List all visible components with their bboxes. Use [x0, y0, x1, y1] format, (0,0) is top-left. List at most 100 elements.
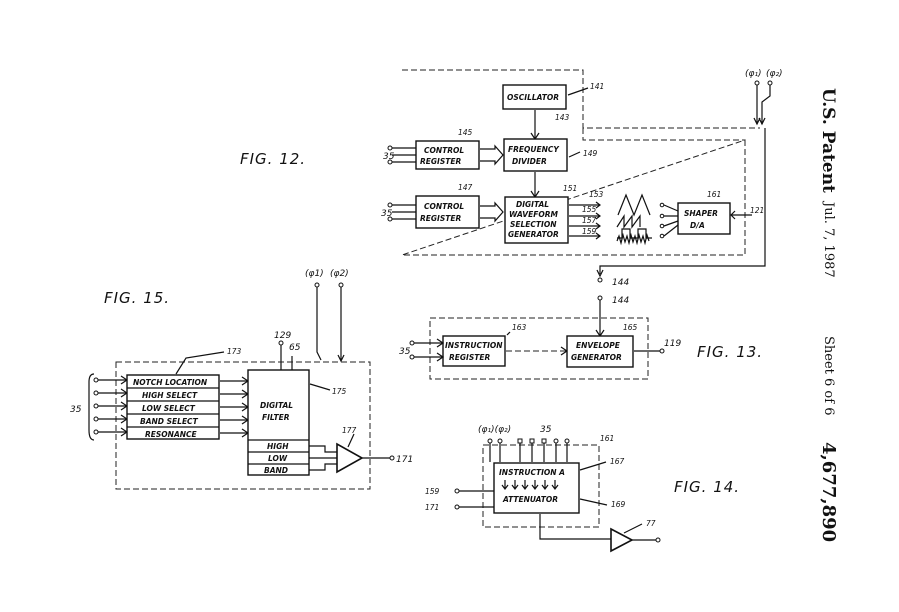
fig14-amplifier-terminal — [655, 537, 661, 543]
fig15-filter-out-low: LOW — [268, 454, 288, 463]
fig15-ref-175: 175 — [332, 387, 347, 396]
fig15-phi1: (φ1) — [305, 269, 324, 279]
bus-b-lines — [392, 204, 416, 220]
fig14-bus-terminal-1 — [517, 438, 523, 444]
clock-arrow — [596, 269, 604, 278]
instruction-register-line2: REGISTER — [449, 353, 490, 362]
fig15-register-dividers — [127, 387, 219, 428]
fig15-ref-65: 65 — [289, 343, 301, 353]
fig15-amplifier — [336, 442, 364, 474]
osc-out-ref: 143 — [555, 113, 570, 122]
fig15-bus-terminal-4 — [93, 416, 99, 422]
bus-b-terminal-2 — [387, 216, 393, 222]
shaper-line1: SHAPER — [684, 209, 718, 218]
fig14-phi2-terminal — [497, 438, 503, 444]
fig15-row-resonance: RESONANCE — [145, 430, 198, 439]
fig15-output-terminal — [389, 455, 395, 461]
patent-country: U.S. Patent — [818, 88, 838, 193]
fig15-ref-171: 171 — [396, 455, 413, 465]
bus-a-ref: 35 — [383, 152, 395, 162]
selector-terminal-3 — [659, 223, 665, 229]
patent-date: Jul. 7, 1987 — [821, 200, 836, 278]
fig15-diagram: FIG. 15. (φ1) (φ2) 129 65 35 NOTCH LOCAT… — [70, 269, 413, 490]
envelope-generator-line2: GENERATOR — [571, 353, 622, 362]
fig14-instruction-leader — [579, 461, 607, 471]
instruction-attenuator-block — [493, 462, 580, 514]
phi1-terminal — [754, 80, 760, 86]
fig14-phase-inputs: (φ₁)(φ₂) — [478, 425, 511, 435]
fig15-phase-arrow — [337, 354, 345, 363]
fig14-internal-arrows — [504, 480, 556, 488]
terminal-144a — [597, 277, 603, 283]
terminal-144b — [597, 295, 603, 301]
frequency-divider — [503, 138, 568, 172]
fig15-row-high-select: HIGH SELECT — [142, 391, 198, 400]
fig12-chip-boundary — [401, 69, 760, 256]
out-155: 155 — [582, 205, 597, 214]
control-register-a-line1: CONTROL — [424, 146, 464, 155]
fig14-bus-terminal-2 — [529, 438, 535, 444]
out-153: 153 — [589, 190, 604, 199]
fig13-diagram: 144 144 INSTRUCTION REGISTER 163 35 ENVE… — [399, 277, 762, 380]
phi2-label: (φ₂) — [766, 69, 783, 79]
fig15-filter-line2: FILTER — [262, 413, 290, 422]
fig13-bus-terminal-2 — [409, 354, 415, 360]
fig15-bus-ref: 35 — [70, 405, 82, 415]
oscillator-leader — [567, 87, 589, 96]
frequency-divider-ref: 149 — [583, 149, 598, 158]
fig15-chip-boundary — [115, 361, 371, 490]
fig14-attenuator-ref: 169 — [611, 500, 626, 509]
fig15-filter-to-amp — [309, 445, 337, 471]
selector-terminal-4 — [659, 233, 665, 239]
fig15-bus-terminal-5 — [93, 429, 99, 435]
waveform-gen-line1: DIGITAL — [516, 200, 549, 209]
oscillator-ref: 141 — [590, 82, 604, 91]
generator-output-arrows — [595, 201, 601, 240]
selector-terminal-2 — [659, 213, 665, 219]
fig14-in-171-terminal — [454, 504, 460, 510]
noise-wave-symbol — [616, 232, 650, 246]
bus-b-terminal-1 — [387, 202, 393, 208]
shaper-ref: 161 — [707, 190, 721, 199]
fig15-register-stack — [126, 374, 220, 440]
clock-line-to-fig13 — [599, 128, 766, 274]
fig15-filter-out-band: BAND — [264, 466, 288, 475]
shaper-output-arrow — [730, 210, 736, 220]
instruction-register — [442, 335, 506, 367]
out-157: 157 — [582, 216, 597, 225]
fig14-attenuator-leader — [579, 498, 608, 506]
patent-number: 4,677,890 — [818, 442, 839, 542]
fig15-bus-terminal-2 — [93, 390, 99, 396]
phase-arrows — [753, 117, 766, 126]
bus-b-ref: 35 — [381, 209, 393, 219]
envelope-generator-ref: 165 — [623, 323, 638, 332]
bus-a-terminal-2 — [387, 159, 393, 165]
control-register-b-ref: 147 — [458, 183, 473, 192]
reg-a-to-divider-arrow — [480, 144, 504, 166]
fig15-filter-output-dividers — [248, 439, 309, 465]
ref-144a: 144 — [612, 278, 629, 288]
waveform-gen-line4: GENERATOR — [508, 230, 559, 239]
shaper-out-ref: 121 — [750, 206, 764, 215]
selector-terminal-1 — [659, 202, 665, 208]
fig14-amplifier — [610, 527, 634, 553]
fig14-input-lines — [489, 443, 568, 462]
fig15-row-band-select: BAND SELECT — [140, 417, 199, 426]
fig14-instruction-line: INSTRUCTION A — [499, 468, 565, 477]
fig14-title: FIG. 14. — [674, 478, 740, 496]
waveform-gen-line3: SELECTION — [510, 220, 557, 229]
selector-lines — [663, 204, 679, 237]
frequency-divider-line1: FREQUENCY — [508, 145, 560, 154]
fig15-filter-out-high: HIGH — [267, 442, 289, 451]
generator-output-lines — [569, 204, 600, 237]
fig15-reg-to-filter-lines — [220, 380, 248, 434]
oscillator-block — [502, 84, 567, 110]
divider-leader — [568, 151, 581, 158]
fig14-amp-ref: 77 — [646, 519, 656, 528]
control-register-a-ref: 145 — [458, 128, 473, 137]
fig15-filter-line1: DIGITAL — [260, 401, 293, 410]
fig15-phi1-terminal — [314, 282, 320, 288]
waveform-gen-line2: WAVEFORM — [509, 210, 559, 219]
fig14-in-171: 171 — [425, 503, 439, 512]
fig15-129-terminal — [278, 340, 284, 346]
